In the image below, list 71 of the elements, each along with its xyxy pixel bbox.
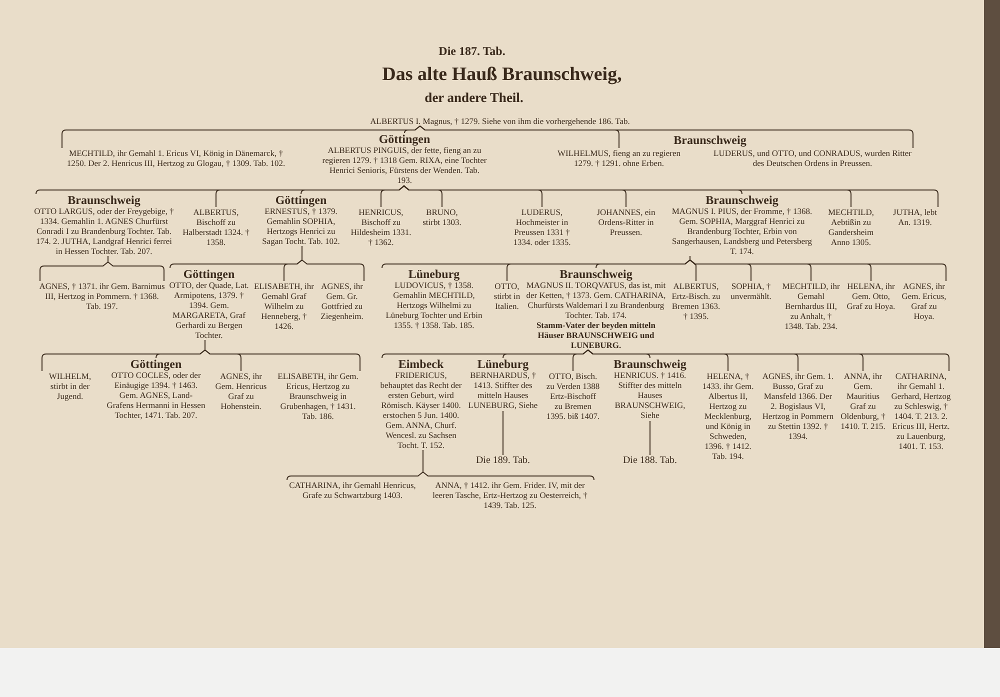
house-heading: Göttingen [130,358,182,370]
genealogy-entry: MAGNUS I. PIUS, der Fromme, † 1368. Gem. SOPHIA, Marggraf Henrici zu Brandenburg Tochter, Erbin von Sangerhausen, Landsberg und Petersberg T. 174. [670,206,814,256]
house-heading: Eimbeck [398,358,444,370]
genealogy-entry: OTTO COCLES, oder der Einäugige 1394. † 1463. Gem. AGNES, Land-Grafens Hermanni in Hessen Tochter, 1471. Tab. 207. [106,370,206,420]
house-heading: Braunschweig [614,358,686,370]
connector-line [502,410,504,456]
genealogy-entry: ALBERTUS, Bischoff zu Halberstadt 1324. † 1358. [182,207,250,247]
page-title: Das alte Hauß Braunschweig, [382,64,622,86]
genealogy-entry: OTTO, der Quade, Lat. Armipotens, 1379. † 1394. Gem. MARGARETA, Graf Gerhardi zu Bergen Tochter. [168,280,250,340]
genealogy-entry: AGNES, † 1371. ihr Gem. Barnimus III, Hertzog in Pommern. † 1368. Tab. 197. [38,281,166,311]
genealogy-entry: WILHELMUS, fieng an zu regieren 1279. † 1291. ohne Erben. [556,148,682,168]
house-heading: Braunschweig [560,268,632,280]
genealogy-entry: ALBERTUS, Ertz-Bisch. zu Bremen 1363. † 1395. [670,281,722,321]
brace-connector [420,126,914,148]
lineage-note: Stamm-Vater der beyden mitteln Häuser BRAUNSCHWEIG und LUNEBURG. [535,320,657,350]
brace-connector [422,450,594,480]
brace-connector [588,350,950,372]
house-heading: Braunschweig [674,134,746,146]
genealogy-entry: BERNHARDUS, † 1413. Stiffter des mitteln Hauses LUNEBURG, Siehe [467,370,539,410]
house-heading: Braunschweig [68,194,140,206]
genealogy-entry: OTTO, Bisch. zu Verden 1388 Ertz-Bischoff zu Bremen 1395. biß 1407. [545,371,601,421]
genealogy-entry: HELENA, † 1433. ihr Gem. Albertus II, Hertzog zu Mecklenburg, und König in Schweden, 1396. † 1412. Tab. 194. [701,371,755,461]
genealogy-entry: HENRICUS. † 1416. Stiffter des mitteln Hauses BRAUNSCHWEIG, Siehe [612,370,688,420]
genealogy-entry: ANNA, ihr Gem. Mauritius Graf zu Oldenburg, † 1410. T. 215. [840,371,886,431]
genealogy-entry: FRIDERICUS, behauptet das Recht der ersten Geburt, wird Römisch. Käyser 1400. erstochen 5 Jun. 1400. Gem. ANNA, Churf. Wencesl. zu Sachsen Tocht. T. 152. [380,370,462,450]
brace-connector [380,184,404,208]
table-number: Die 187. Tab. [438,44,506,58]
genealogy-entry: LUDOVICUS, † 1358. Gemahlin MECHTILD, Hertzogs Wilhelmi zu Lüneburg Tochter und Erbin 1355. † 1358. Tab. 185. [384,280,484,330]
genealogy-entry: MECHTILD, Aebtißin zu Gandersheim Anno 1305. [826,207,876,247]
brace-connector [690,256,946,282]
genealogy-entry: ELISABETH, ihr Gem. Ericus, Hertzog zu Braunschweig in Grubenhagen, † 1431. Tab. 186. [276,371,360,421]
genealogy-entry: MAGNUS II. TORQVATUS, das ist, mit der Ketten, † 1373. Gem. CATHARINA, Churfürsts Waldemari I zu Brandenburg Tochter. Tab. 174. [526,280,666,320]
brace-connector [572,350,588,372]
table-reference: Die 189. Tab. [476,455,530,466]
genealogy-entry: OTTO, stirbt in Italien. [492,281,522,311]
genealogy-entry: OTTO LARGUS, oder der Freygebige, † 1334. Gemahlin 1. AGNES Churfürst Conradi I zu Brandenburg Tochter. Tab. 174. 2. JUTHA, Landgraf Henrici ferrei in Hessen Tochter. Tab. 207. [34,206,174,256]
genealogy-entry: AGNES, ihr Gem. Gr. Gottfried zu Ziegenheim. [320,281,364,321]
genealogy-entry: HELENA, ihr Gem. Otto, Graf zu Hoya. [846,281,896,311]
genealogy-entry: LUDERUS, und OTTO, und CONRADUS, wurden Ritter des Deutschen Ordens in Preussen. [712,148,912,168]
genealogy-entry: ALBERTUS PINGUIS, der fette, fieng an zu regieren 1279. † 1318 Gem. RIXA, eine Tochter Henrici Senioris, Fürstens der Wenden. Tab. 193. [322,145,487,185]
genealogy-entry: MECHTILD, ihr Gemahl Bernhardus III, zu Anhalt, † 1348. Tab. 234. [781,281,841,331]
genealogy-entry: BRUNO, stirbt 1303. [422,207,462,227]
house-heading: Göttingen [183,268,235,280]
genealogy-entry: ANNA, † 1412. ihr Gem. Frider. IV, mit der leeren Tasche, Ertz-Hertzog zu Oesterreich, † 1439. Tab. 125. [432,480,588,510]
genealogy-entry: SOPHIA, † unvermählt. [730,281,772,301]
genealogy-entry: ALBERTUS I. Magnus, † 1279. Siehe von ihm die vorhergehende 186. Tab. [370,116,630,126]
genealogy-entry: MECHTILD, ihr Gemahl 1. Ericus VI, König in Dänemarck, † 1250. Der 2. Henricus III, Hertzog zu Glogau, † 1309. Tab. 102. [66,148,286,168]
brace-connector [404,126,420,134]
genealogy-entry: AGNES, ihr Gem. 1. Busso, Graf zu Mansfeld 1366. Der 2. Bogislaus VI, Hertzog in Pommern zu Stettin 1392. † 1394. [761,371,835,441]
brace-connector [204,340,360,372]
house-heading: Göttingen [275,194,327,206]
genealogy-entry: ELISABETH, ihr Gemahl Graf Wilhelm zu Henneberg, † 1426. [254,281,314,331]
subtitle: der andere Theil. [424,90,524,106]
genealogy-entry: AGNES, ihr Gem. Ericus, Graf zu Hoya. [900,281,948,321]
genealogy-entry: CATHARINA, ihr Gemahl Henricus, Grafe zu Schwartzburg 1403. [288,480,417,500]
genealogy-entry: AGNES, ihr Gem. Henricus Graf zu Hohenstein. [214,371,268,411]
house-heading: Göttingen [378,133,430,145]
genealogy-entry: JUTHA, lebt An. 1319. [892,207,938,227]
genealogy-entry: JOHANNES, ein Ordens-Ritter in Preussen. [596,207,656,237]
house-heading: Lüneburg [477,358,529,370]
genealogy-entry: HENRICUS, Bischoff zu Hildesheim 1331. † 1362. [350,207,412,247]
house-heading: Braunschweig [706,194,778,206]
brace-connector [40,256,164,282]
brace-connector [404,184,938,208]
genealogy-entry: CATHARINA, ihr Gemahl 1. Gerhard, Hertzog zu Schleswig, † 1404. T. 213. 2. Ericus III, Hertz. zu Lauenburg, 1401. T. 153. [891,371,951,451]
brace-connector [302,246,364,282]
genealogy-entry: ERNESTUS, † 1379. Gemahlin SOPHIA, Hertzogs Henrici zu Sagan Tocht. Tab. 102. [261,206,341,246]
genealogy-entry: LUDERUS, Hochmeister in Preussen 1331 † 1334. oder 1335. [512,207,572,247]
genealogy-entry: WILHELM, stirbt in der Jugend. [48,371,92,401]
house-heading: Lüneburg [408,268,460,280]
table-reference: Die 188. Tab. [622,455,678,466]
